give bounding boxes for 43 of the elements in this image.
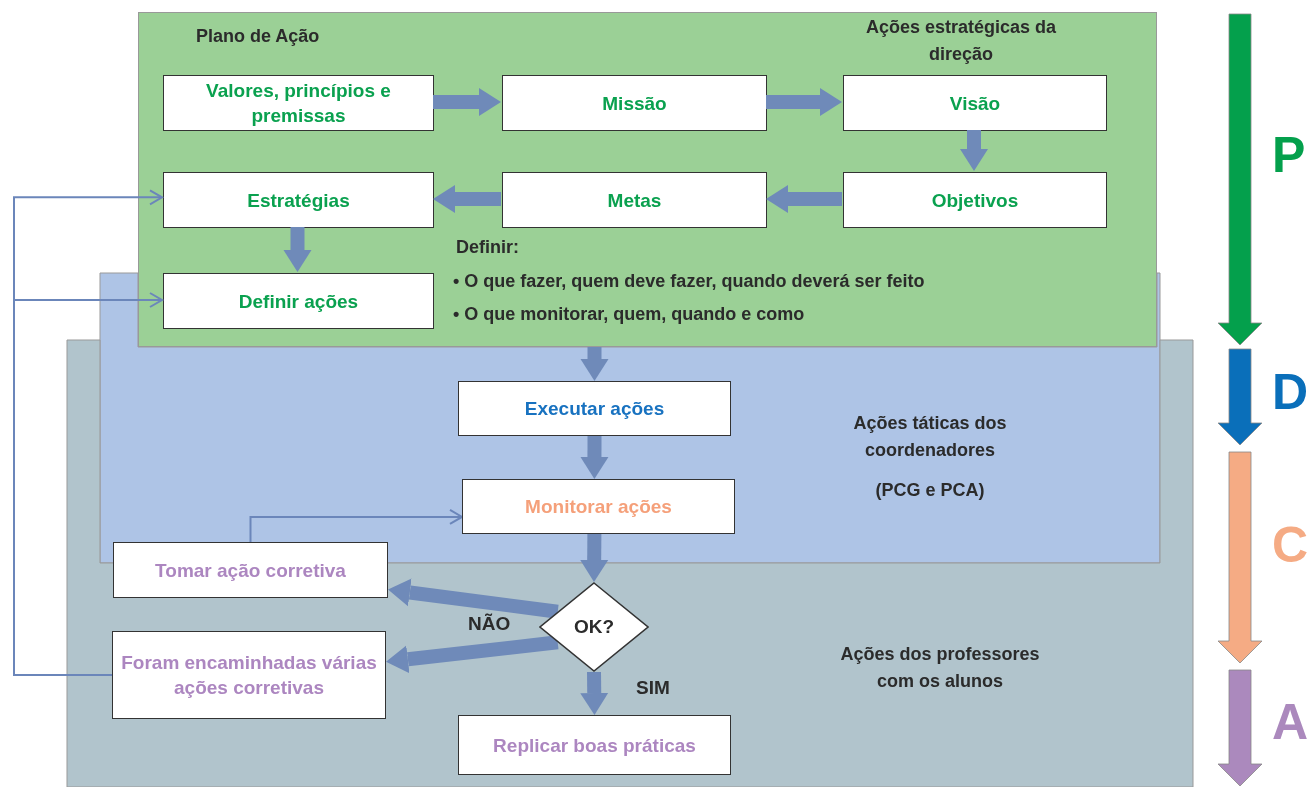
- block-arrow: [580, 533, 609, 582]
- process-box: Definir ações: [163, 273, 434, 329]
- block-arrow: [433, 185, 501, 213]
- connector-arrow: [249, 508, 463, 543]
- process-box: Foram encaminhadas várias ações corretivas: [112, 631, 386, 719]
- panel-text: Definir:: [456, 236, 520, 259]
- block-arrow: [386, 635, 559, 674]
- process-box: Replicar boas práticas: [458, 715, 731, 775]
- block-arrow: [580, 435, 609, 479]
- band-text: (PCG e PCA): [874, 479, 986, 502]
- section-panel: [138, 12, 1157, 347]
- block-arrow: [960, 130, 988, 171]
- process-box: Valores, princípios e premissas: [163, 75, 434, 131]
- phase-letter: C: [1272, 518, 1309, 573]
- band-text: Ações dos professores com os alunos: [840, 643, 1040, 693]
- block-arrow: [580, 671, 609, 715]
- block-arrow: [580, 347, 609, 381]
- process-box: Visão: [843, 75, 1107, 131]
- phase-letter: P: [1272, 128, 1306, 183]
- process-box: Estratégias: [163, 172, 434, 228]
- process-box: Metas: [502, 172, 767, 228]
- block-arrow: [766, 88, 842, 116]
- band-text: Ações táticas dos coordenadores: [852, 412, 1008, 462]
- process-box: Monitorar ações: [462, 479, 735, 534]
- process-box: Tomar ação corretiva: [113, 542, 388, 598]
- panel-text: • O que monitorar, quem, quando e como: [453, 303, 806, 326]
- block-arrow: [766, 185, 842, 213]
- panel-text: Ações estratégicas da direção: [864, 16, 1058, 66]
- connector-arrow: [13, 292, 163, 676]
- panel-text: • O que fazer, quem deve fazer, quando deverá ser feito: [453, 270, 926, 293]
- process-box: Missão: [502, 75, 767, 131]
- decision-diamond: [539, 582, 649, 672]
- branch-label: NÃO: [468, 614, 511, 635]
- branch-label: SIM: [636, 678, 670, 699]
- block-arrow: [283, 227, 312, 272]
- block-arrow: [388, 578, 559, 619]
- block-arrow: [433, 88, 501, 116]
- panel-heading: Plano de Ação: [196, 25, 321, 48]
- phase-letter: D: [1272, 365, 1309, 420]
- phase-letter: A: [1272, 695, 1309, 750]
- process-box: Objetivos: [843, 172, 1107, 228]
- process-box: Executar ações: [458, 381, 731, 436]
- decision-label: OK?: [573, 616, 615, 638]
